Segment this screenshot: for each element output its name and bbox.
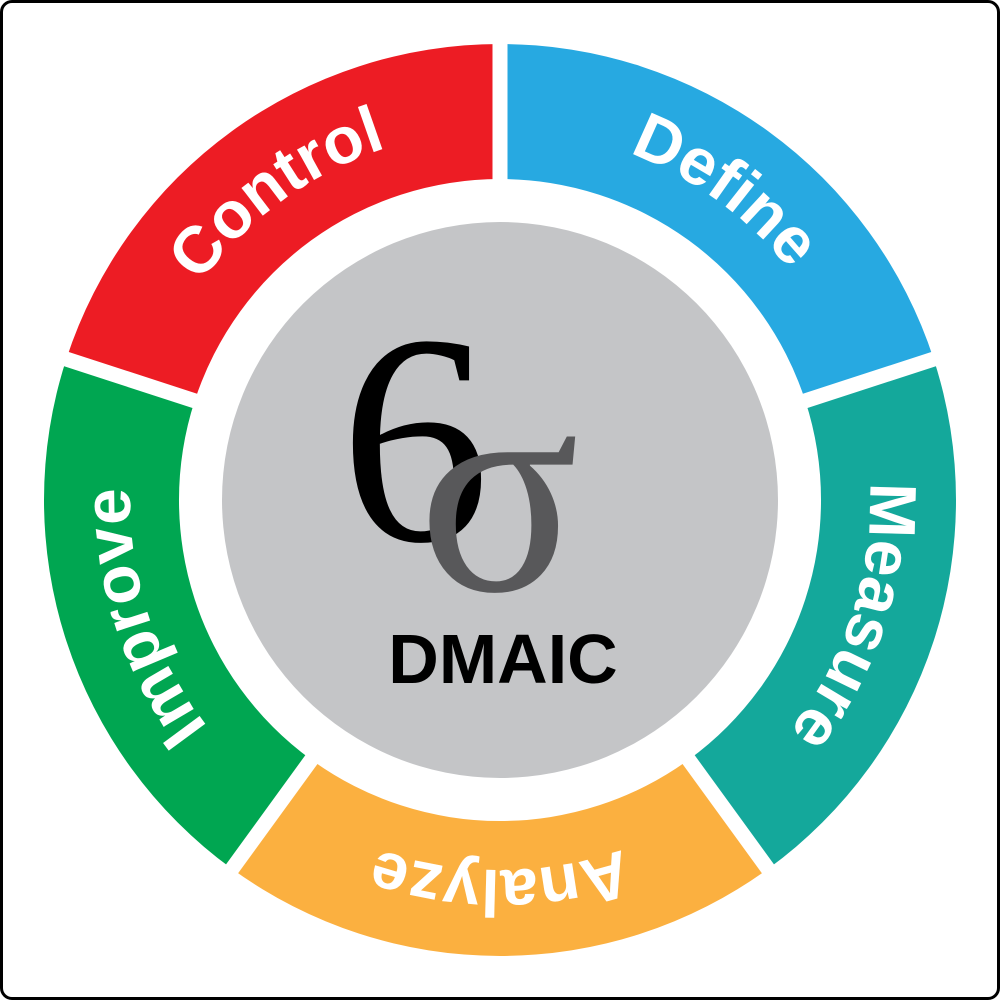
segment-improve[interactable] xyxy=(43,359,312,869)
dmaic-title: DMAIC xyxy=(388,620,617,698)
segment-analyze[interactable] xyxy=(232,759,768,956)
six-glyph: 6 xyxy=(340,273,490,605)
segment-define[interactable] xyxy=(500,44,934,401)
center-circle xyxy=(222,222,778,778)
sigma-glyph: σ xyxy=(418,323,580,655)
segment-control[interactable] xyxy=(66,44,501,401)
segment-measure[interactable] xyxy=(688,359,957,869)
segment-gaps xyxy=(50,30,950,885)
